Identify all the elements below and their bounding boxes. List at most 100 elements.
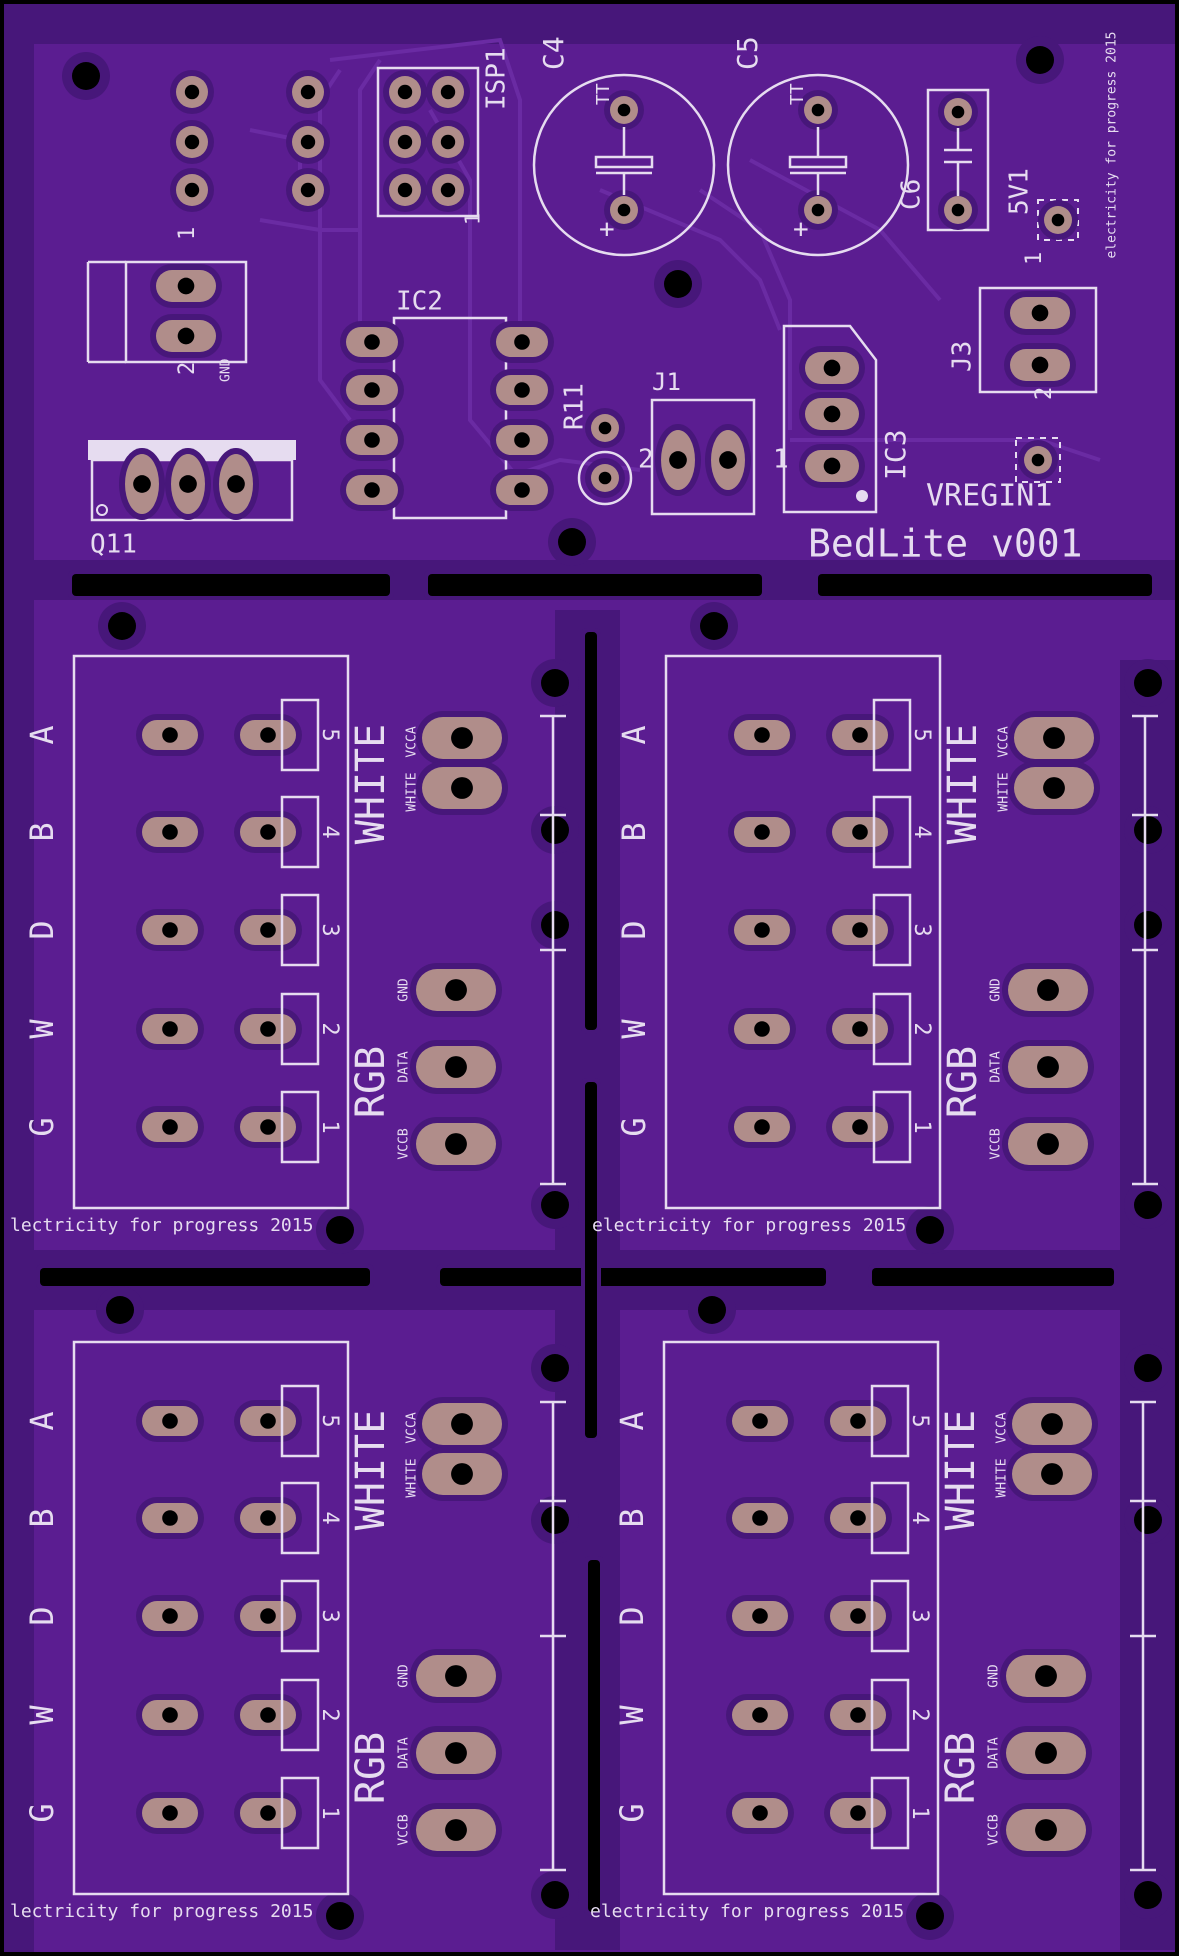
channel-letter-label: A [613,1411,651,1430]
pad-drill [1037,979,1059,1001]
channel-letter-label: A [615,725,653,744]
via-drill [440,84,456,100]
module-pad [824,1497,892,1539]
mounting-hole [654,260,702,308]
mounting-hole-drill [1134,1191,1162,1219]
module-left-pad [136,1694,204,1736]
mounting-hole [531,806,579,854]
pin-number-label: 5 [909,728,934,741]
mounting-hole-drill [541,1881,569,1909]
module-pad [234,714,302,756]
mounting-hole [531,1496,579,1544]
data-pad [1000,1726,1092,1780]
pin-outline [280,1678,320,1752]
pad-drill [1037,1056,1059,1078]
pin-number-label: 1 [317,1120,342,1133]
capacitor-outline [726,73,910,257]
pad-drill [754,1021,770,1037]
gnd-pad [1000,1649,1092,1703]
via-drill [617,203,631,217]
module-left-pad [136,1595,204,1637]
white-small-label: WHITE [995,1458,1010,1497]
pin-outline [280,992,320,1066]
pad-drill [260,1707,276,1723]
pad-drill [669,451,687,469]
pad-drill [754,824,770,840]
gnd-pad [410,963,502,1017]
mounting-hole-drill [1026,46,1054,74]
isp1-label: ISP1 [482,47,512,110]
mounting-hole [531,1181,579,1229]
pad-drill [227,475,245,493]
via-drill [1051,213,1065,227]
header-pad [170,168,214,212]
pad-drill [754,922,770,938]
mounting-hole-drill [558,528,586,556]
pad-drill [162,1021,178,1037]
via-drill [598,421,612,435]
white-pad [416,761,508,815]
module-left-pad [728,909,796,951]
mounting-hole [906,1892,954,1940]
pin-number-label: 3 [317,923,342,936]
pin-outline [872,1090,912,1164]
pad-drill [451,777,473,799]
pad-drill [445,1133,467,1155]
module-left-pad [136,1008,204,1050]
module-left-pad [726,1792,794,1834]
pin-outline [870,1776,910,1850]
j1-pin1-label: 1 [773,445,789,475]
module-left-pad [728,714,796,756]
pad-drill [445,979,467,1001]
routed-slot [428,574,762,596]
pad-drill [1041,1413,1063,1435]
pin-number-label: 4 [909,825,934,838]
mounting-hole [906,1206,954,1254]
pad-drill [1035,1665,1057,1687]
j1-outline [650,398,756,516]
pad-drill [162,1608,178,1624]
ic2-outline [392,316,508,520]
mounting-hole-drill [541,1354,569,1382]
pin-outline [870,1579,910,1653]
ic2-pad [340,369,404,411]
pin-number-label: 3 [907,1609,932,1622]
module-pad [826,1008,894,1050]
mounting-hole [1124,1344,1172,1392]
q11-pad [119,448,165,520]
mounting-hole [1124,1181,1172,1229]
channel-letter-label: B [615,822,653,841]
capacitor-label: C4 [537,36,570,70]
j1-label: J1 [652,368,681,396]
data-label: DATA [987,1737,1002,1768]
pin-outline [280,1579,320,1653]
ic2-label: IC2 [396,287,443,317]
pad-drill [260,727,276,743]
gnd-label: GND [989,978,1004,1002]
ic2-pad [490,469,554,511]
pin-number-label: 3 [909,923,934,936]
isp1-pin1-label: 1 [461,213,485,225]
mounting-hole [548,518,596,566]
routed-slot [40,1268,370,1286]
module-pad [234,1792,302,1834]
module-outline [662,1340,940,1896]
via-drill [951,105,965,119]
white-small-label: WHITE [405,772,420,811]
pad-drill [852,1021,868,1037]
pad-drill [451,1463,473,1485]
pad-drill [162,1119,178,1135]
pad-drill [445,1665,467,1687]
j3-pin2-label: 2 [1032,387,1057,400]
pin-outline [870,1678,910,1752]
connector-pad [150,314,222,358]
pin-outline [280,1384,320,1458]
channel-letter-label: W [615,1019,653,1039]
header-pad [286,120,330,164]
mounting-hole-drill [1134,1881,1162,1909]
q11-pin1-dot [96,504,108,516]
header-pad [170,120,214,164]
pin-number-label: 3 [317,1609,342,1622]
